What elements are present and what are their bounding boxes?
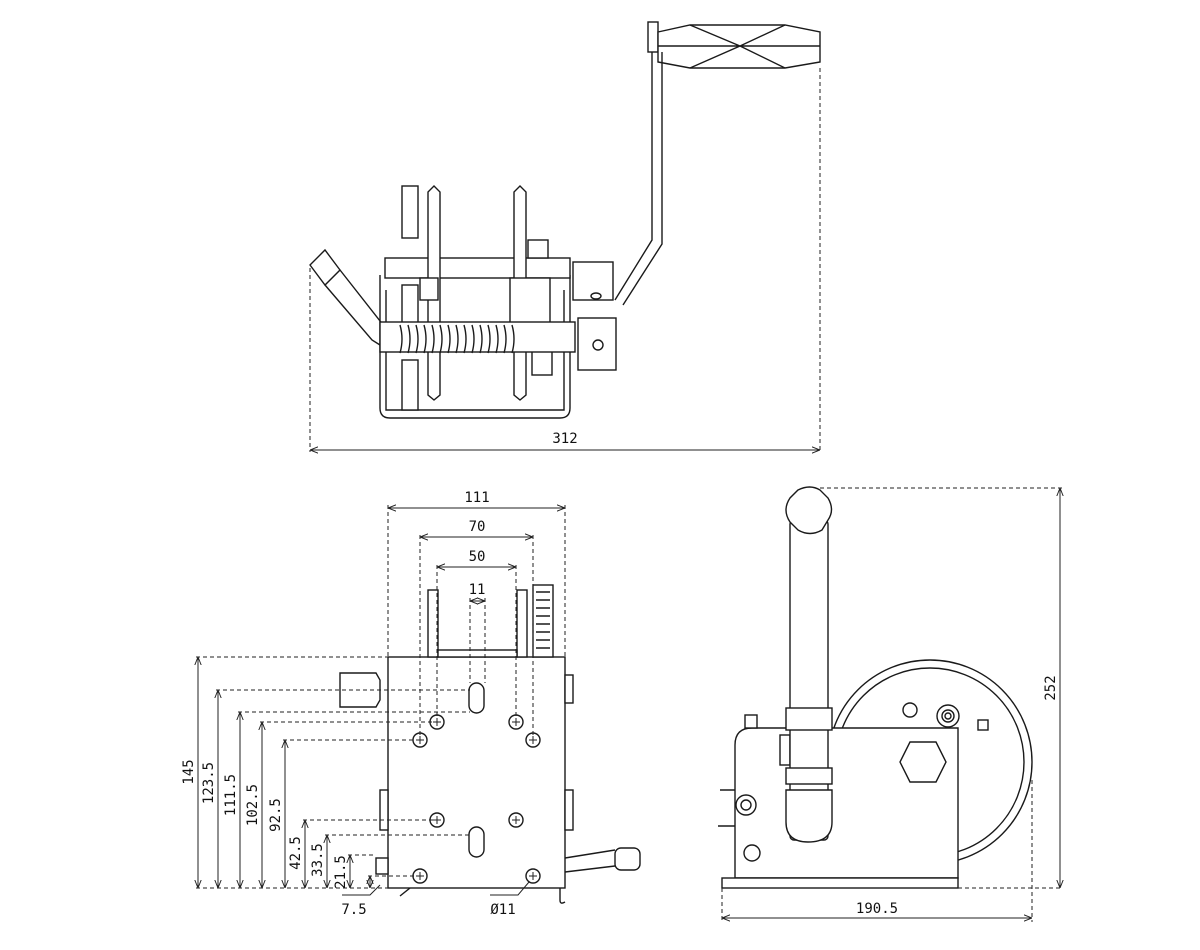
dim-111: 111 [464, 490, 489, 506]
crank-arm [614, 52, 663, 306]
crank-handle-grip [647, 21, 821, 69]
dim-252: 252 [1043, 675, 1059, 700]
side-knob [785, 486, 833, 535]
hex-bolt [899, 741, 947, 783]
base-plate [387, 656, 566, 889]
front-view: 111 70 50 11 145 123.5 111.5 102.5 92.5 … [181, 490, 641, 918]
dim-7-5: 7.5 [341, 902, 366, 918]
dim-21-5: 21.5 [333, 855, 349, 889]
dim-123-5: 123.5 [201, 762, 217, 804]
dim-50: 50 [469, 549, 486, 565]
dim-33-5: 33.5 [310, 843, 326, 877]
dim-42-5: 42.5 [288, 836, 304, 870]
dim-11: 11 [469, 582, 486, 598]
winch-frame [379, 185, 617, 419]
dim-102-5: 102.5 [245, 784, 261, 826]
side-view: 252 190.5 [718, 486, 1062, 922]
spring [399, 324, 515, 354]
dim-70: 70 [469, 519, 486, 535]
dim-hole-diameter: Ø11 [490, 902, 515, 918]
dim-111-5: 111.5 [223, 774, 239, 816]
dim-92-5: 92.5 [268, 798, 284, 832]
dim-312: 312 [552, 431, 577, 447]
top-view: 312 [309, 21, 821, 452]
dim-145: 145 [181, 759, 197, 784]
dim-190-5: 190.5 [856, 901, 898, 917]
